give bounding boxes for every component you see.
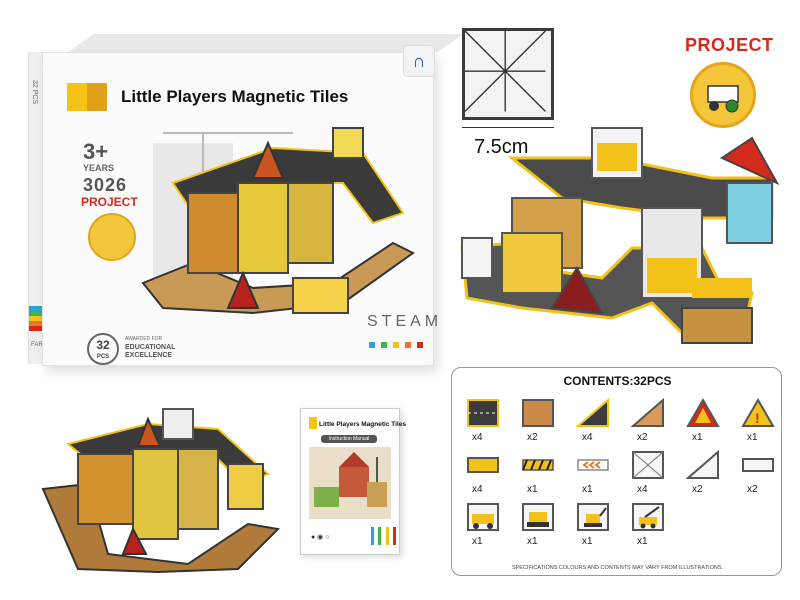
contents-item-count: x4 [472,432,483,443]
contents-item: x4 [572,398,618,448]
crane-truck-tile-icon [632,503,664,531]
contents-item-count: x1 [747,432,758,443]
contents-item-count: x4 [637,484,648,495]
road-square-tile-icon [467,399,499,427]
contents-item-count: x1 [637,536,648,547]
dirt-square-tile-icon [522,399,554,427]
manual-logo-icon [309,417,317,429]
project-badge-icon [690,62,756,128]
contents-item-count: x4 [582,432,593,443]
pcs-badge: 32 PCS [87,333,119,365]
assembled-track-left [41,408,281,574]
cement-mixer-tile-icon [467,503,499,531]
bulldozer-tile-icon [522,503,554,531]
contents-item-count: x1 [582,484,593,495]
contents-item: x2 [737,450,783,500]
age-label: 3+ [83,139,109,164]
contents-item-count: x1 [527,484,538,495]
contents-item: x2 [682,450,728,500]
box-side-pcs: 32 PCS [31,80,38,105]
instruction-manual: Little Players Magnetic Tiles Instructio… [300,408,406,555]
svg-text:!: ! [755,410,760,426]
clear-square-tile-icon [632,451,664,479]
contents-panel: CONTENTS:32PCS x4 x2 x4 x2 x1! x1 x4 x1 x1 x4 x2 x2… [451,367,782,576]
box-side-farm: FARM [31,342,48,348]
clear-triangle-tile-icon [686,450,719,479]
box-title: Little Players Magnetic Tiles [121,87,349,106]
contents-item-count: x1 [472,536,483,547]
dimension-line [462,127,554,128]
brand-logo-icon [67,83,111,111]
contents-item: x4 [462,450,508,500]
award-line-2: EXCELLENCE [125,352,173,359]
project-label: PROJECT [685,35,774,55]
yellow-rectangle-tile-icon [467,457,499,473]
tile-size-label: 7.5cm [474,136,529,158]
manual-cover-scene [309,447,391,519]
manual-info-icons: ● ◉ ○ [311,534,330,541]
contents-item: x1 [682,398,728,448]
contents-item-count: x2 [527,432,538,443]
award-text: EDUCATIONAL EXCELLENCE [125,344,175,360]
contents-item: x1 [572,502,618,552]
warning-triangle-tile-icon [686,398,720,427]
contents-item-count: x1 [527,536,538,547]
contents-item: x2 [627,398,673,448]
pcs-count: 32 [96,338,110,352]
contents-item-count: x1 [692,432,703,443]
contents-item: x4 [462,398,508,448]
magnet-icon: ∩ [403,45,435,77]
box-side-face: 32 PCS FARM [28,52,48,364]
chevron-sign-tile-icon [577,459,609,471]
award-line-1: EDUCATIONAL [125,344,176,351]
contents-item-count: x2 [637,432,648,443]
pcs-unit: PCS [96,354,110,360]
contents-item-count: x1 [582,536,593,547]
steam-label: STEAM [367,313,443,330]
contents-item: x2 [517,398,563,448]
years-label: YEARS [83,163,115,173]
contents-item: x1 [462,502,508,552]
contents-item: x1 [627,502,673,552]
dirt-triangle-tile-icon [631,398,664,427]
contents-item: x1 [572,450,618,500]
award-small-text: AWARDED FOR [125,336,163,342]
contents-footnote: SPECIFICATIONS COLOURS AND CONTENTS MAY … [511,565,724,571]
clear-rectangle-tile-icon [742,458,774,472]
hazard-stripe-tile-icon [522,459,554,471]
road-triangle-tile-icon [576,398,609,427]
contents-item: x1 [517,502,563,552]
contents-title: CONTENTS:32PCS [563,374,672,388]
contents-item: ! x1 [737,398,783,448]
box-project-badge-icon [88,213,136,261]
manual-title: Little Players Magnetic Tiles [319,421,406,428]
contents-item-count: x4 [472,484,483,495]
contents-item-count: x2 [747,484,758,495]
contents-item-count: x2 [692,484,703,495]
box-front-face: Little Players Magnetic Tiles ∩ 3+ YEARS… [42,45,438,366]
box-track-scene [141,127,415,315]
steam-color-dots [369,335,429,353]
excavator-tile-icon [577,503,609,531]
contents-item: x4 [627,450,673,500]
model-number: 3026 [83,175,128,195]
manual-color-bars [371,527,397,550]
box-project-label: PROJECT [81,195,138,209]
exclamation-triangle-tile-icon: ! [741,398,775,427]
manual-subtitle: Instruction Manual [321,435,377,443]
assembled-track-right [460,127,780,344]
box-side-stripes [29,306,43,331]
contents-item: x1 [517,450,563,500]
square-tile-size-image [462,28,554,120]
product-box: 32 PCS FARM Little Players Magnetic Tile… [28,34,464,366]
